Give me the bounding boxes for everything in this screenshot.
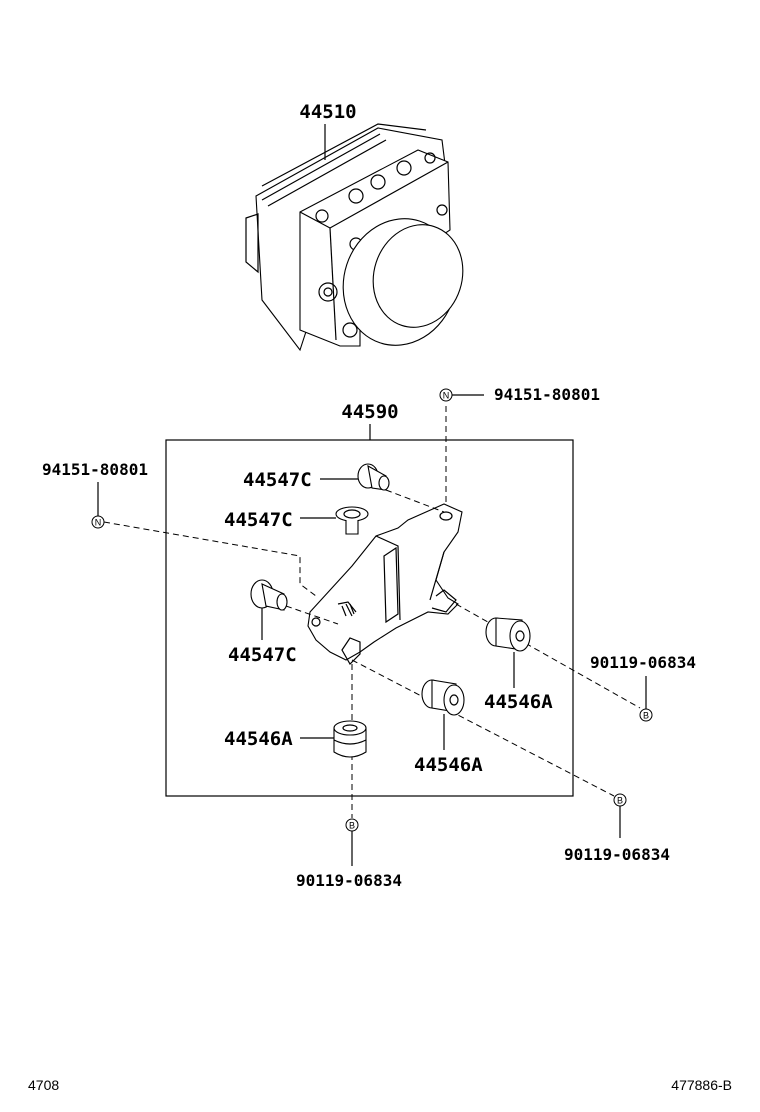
svg-text:B: B xyxy=(349,821,355,831)
svg-text:N: N xyxy=(95,518,102,528)
label-44547c-middle: 44547C xyxy=(224,509,293,531)
label-90119-right: 90119-06834 xyxy=(590,653,696,672)
svg-text:B: B xyxy=(617,796,623,806)
label-44547c-upper: 44547C xyxy=(243,469,312,491)
assembly-lines xyxy=(103,406,641,818)
label-90119-lower-right: 90119-06834 xyxy=(564,845,670,864)
svg-text:N: N xyxy=(443,391,450,401)
label-94151-left: 94151-80801 xyxy=(42,460,148,479)
label-44590: 44590 xyxy=(341,401,398,423)
cushion-right xyxy=(485,617,531,652)
label-94151-top: 94151-80801 xyxy=(494,385,600,404)
label-44546a-right: 44546A xyxy=(484,691,553,713)
marker-n-top: N xyxy=(439,388,453,402)
collar-upper xyxy=(357,463,390,491)
svg-text:B: B xyxy=(643,711,649,721)
collar-middle xyxy=(335,506,369,535)
bracket-drawing xyxy=(307,503,463,665)
collar-lower xyxy=(250,579,288,611)
cushion-lower xyxy=(333,720,367,758)
label-44547c-lower: 44547C xyxy=(228,644,297,666)
marker-b-right: B xyxy=(639,708,653,722)
label-44546a-lower: 44546A xyxy=(224,728,293,750)
label-44546a-center: 44546A xyxy=(414,754,483,776)
label-44510: 44510 xyxy=(299,101,356,123)
cushion-center xyxy=(421,679,465,716)
label-90119-bottom: 90119-06834 xyxy=(296,871,402,890)
marker-b-bottom: B xyxy=(345,818,359,832)
page-number: 4708 xyxy=(28,1077,59,1093)
marker-n-left: N xyxy=(91,515,105,529)
illustration-id: 477886-B xyxy=(671,1077,732,1093)
hydraulic-unit-drawing xyxy=(245,123,464,352)
marker-b-lower-right: B xyxy=(613,793,627,807)
